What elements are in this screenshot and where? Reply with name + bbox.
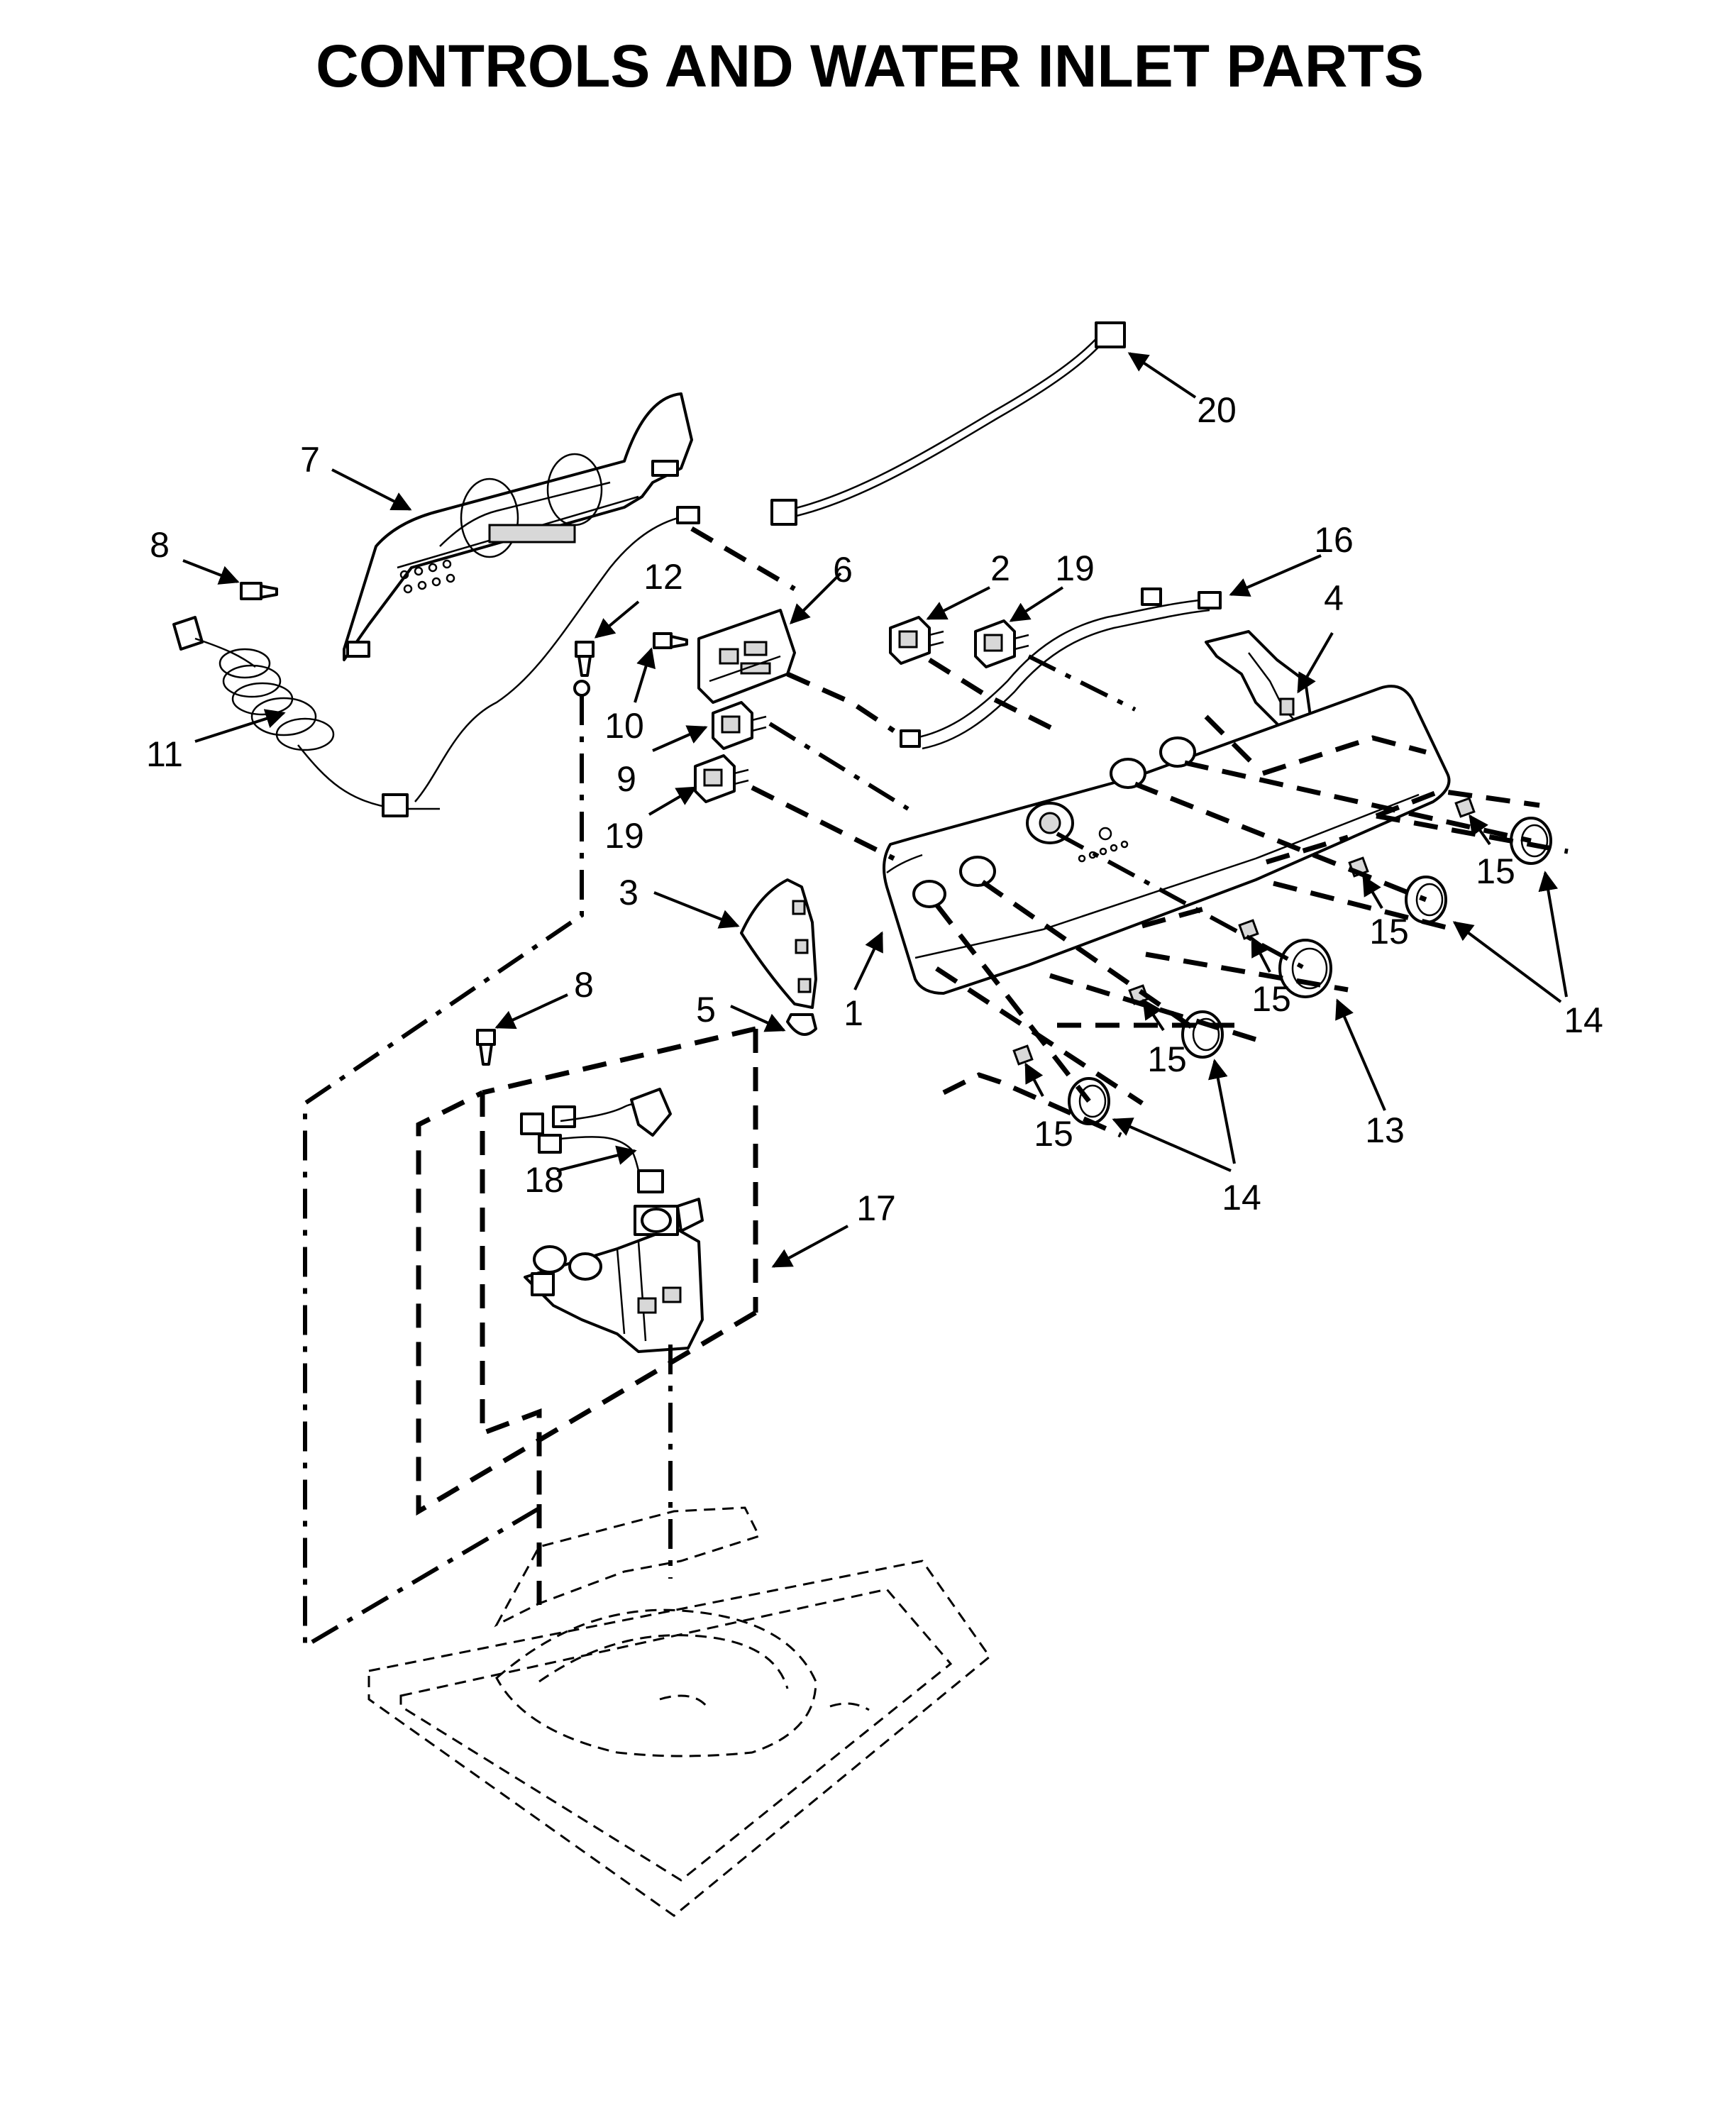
- callout-17: 17: [856, 1188, 896, 1228]
- callout-15-c: 15: [1251, 979, 1291, 1019]
- callout-1: 1: [844, 993, 863, 1033]
- leader-arrows: [182, 352, 1568, 1268]
- part-5-clip: [786, 1013, 817, 1036]
- part-9-switch: [712, 701, 767, 750]
- callout-18: 18: [524, 1160, 564, 1200]
- callout-15-e: 15: [1476, 851, 1515, 891]
- part-20-wire-harness: [770, 321, 1126, 526]
- callout-6: 6: [833, 550, 853, 590]
- part-11-power-cord: [172, 506, 700, 817]
- part-19-switch-left: [694, 754, 749, 803]
- callout-19-right: 19: [1055, 548, 1095, 588]
- part-1-console: [883, 685, 1451, 995]
- callout-5: 5: [696, 990, 716, 1030]
- part-10-screw: [653, 632, 688, 649]
- callout-labels: 7 8 11 12 10 6 9 19 2 19 16 4 20 3 5 1 8…: [146, 390, 1603, 1228]
- part-12-screw: [575, 641, 595, 677]
- callout-13: 13: [1365, 1110, 1405, 1150]
- callout-19-left: 19: [604, 816, 644, 856]
- part-15-knob-insert-5: [1454, 797, 1476, 818]
- part-7-console-back-panel: [343, 392, 693, 661]
- part-16-wire-harness: [900, 587, 1222, 750]
- callout-4: 4: [1324, 578, 1344, 618]
- part-19-switch-right: [974, 619, 1029, 668]
- console-knob-holes: [912, 736, 1196, 908]
- callout-3: 3: [619, 873, 638, 912]
- callout-12: 12: [643, 557, 683, 597]
- part-17-water-inlet-valve: [524, 1198, 704, 1353]
- callout-8-lower: 8: [574, 965, 594, 1005]
- part-8-screw-lower: [476, 1029, 496, 1066]
- callout-16: 16: [1314, 520, 1354, 560]
- callout-15-b: 15: [1147, 1039, 1187, 1079]
- callout-9: 9: [617, 759, 636, 799]
- part-8-screw-upper: [240, 582, 278, 600]
- part-14-knob-lower-mid: [1181, 1010, 1224, 1059]
- callout-8-upper: 8: [150, 525, 170, 565]
- part-15-knob-insert-3: [1238, 919, 1259, 940]
- callout-15-a: 15: [1034, 1114, 1073, 1154]
- part-6-control-board: [697, 609, 796, 704]
- washer-top-frame: [367, 1506, 992, 1917]
- part-2-switch: [889, 616, 944, 665]
- part-3-bracket: [740, 878, 817, 1009]
- callout-15-d: 15: [1369, 912, 1409, 951]
- callout-14-lower: 14: [1222, 1178, 1261, 1218]
- callout-2: 2: [990, 548, 1010, 588]
- page-title: CONTROLS AND WATER INLET PARTS: [316, 33, 1424, 99]
- callout-10: 10: [604, 706, 644, 746]
- callout-14-upper: 14: [1564, 1000, 1603, 1040]
- part-15-knob-insert-1: [1012, 1044, 1034, 1066]
- callout-20: 20: [1197, 390, 1237, 430]
- callout-11: 11: [146, 734, 183, 774]
- callout-7: 7: [300, 440, 320, 480]
